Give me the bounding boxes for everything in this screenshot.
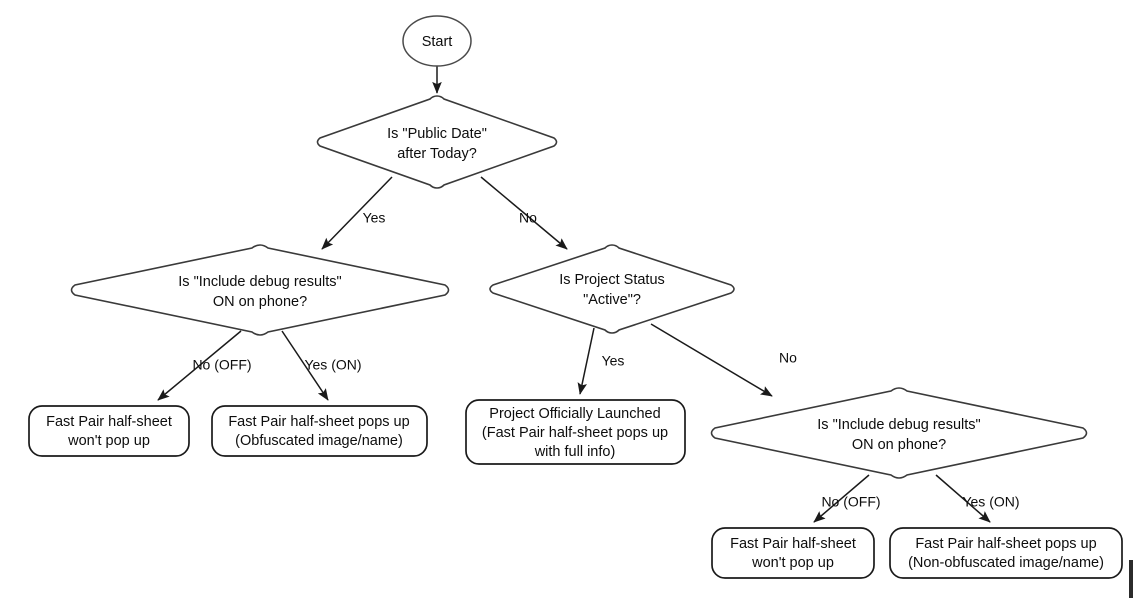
edge-label-debug-right-yes-on: Yes (ON) (962, 494, 1019, 510)
outcome-left-off-line1: Fast Pair half-sheet (46, 414, 172, 430)
outcome-left-off-box (28, 405, 190, 457)
project-status-label-line1: Is Project Status (559, 272, 665, 288)
debug-left-label-line1: Is "Include debug results" (178, 274, 341, 290)
edges-layer: Yes No No (OFF) Yes (ON) Yes No No (OFF)… (157, 66, 1020, 523)
outcome-right-on-line1: Fast Pair half-sheet pops up (915, 536, 1096, 552)
node-outcome-left-off[interactable]: Fast Pair half-sheet won't pop up (28, 405, 190, 457)
node-outcome-launched[interactable]: Project Officially Launched (Fast Pair h… (465, 399, 686, 465)
node-start[interactable]: Start (402, 15, 472, 67)
edge-debug-right-no-off (813, 474, 870, 523)
outcome-launched-line3: with full info) (534, 444, 616, 460)
edge-label-project-status-yes: Yes (602, 353, 625, 369)
edge-label-debug-left-yes-on: Yes (ON) (304, 357, 361, 373)
edge-public-date-yes (321, 176, 393, 250)
edge-debug-left-no-off (157, 330, 242, 401)
outcome-launched-line2: (Fast Pair half-sheet pops up (482, 425, 668, 441)
outcome-launched-line1: Project Officially Launched (489, 406, 660, 422)
debug-left-diamond (70, 244, 450, 336)
public-date-diamond (316, 95, 558, 189)
node-outcome-right-off[interactable]: Fast Pair half-sheet won't pop up (711, 527, 875, 579)
outcome-left-on-box (211, 405, 428, 457)
node-decision-debug-right[interactable]: Is "Include debug results" ON on phone? (710, 387, 1088, 479)
outcome-right-off-line1: Fast Pair half-sheet (730, 536, 856, 552)
node-decision-project-status[interactable]: Is Project Status "Active"? (489, 244, 735, 334)
edge-label-project-status-no: No (779, 350, 797, 366)
edge-label-public-date-yes: Yes (363, 210, 386, 226)
outcome-right-on-line2: (Non-obfuscated image/name) (908, 555, 1104, 571)
outcome-right-on-box (889, 527, 1123, 579)
page-edge-mark (1129, 560, 1133, 598)
edge-project-status-no (650, 323, 773, 397)
debug-right-diamond (710, 387, 1088, 479)
edge-debug-left-yes-on (281, 330, 329, 401)
public-date-label-line2: after Today? (397, 146, 477, 162)
edge-public-date-no (480, 176, 568, 250)
node-outcome-right-on[interactable]: Fast Pair half-sheet pops up (Non-obfusc… (889, 527, 1123, 579)
outcome-right-off-line2: won't pop up (751, 555, 834, 571)
debug-left-label-line2: ON on phone? (213, 294, 307, 310)
edge-label-debug-left-no-off: No (OFF) (192, 357, 251, 373)
project-status-diamond (489, 244, 735, 334)
start-label: Start (422, 34, 453, 50)
edge-project-status-yes (577, 327, 595, 395)
debug-right-label-line1: Is "Include debug results" (817, 417, 980, 433)
node-outcome-left-on[interactable]: Fast Pair half-sheet pops up (Obfuscated… (211, 405, 428, 457)
project-status-label-line2: "Active"? (583, 292, 641, 308)
edge-debug-right-yes-on (935, 474, 991, 523)
outcome-launched-box (465, 399, 686, 465)
nodes-layer: Start Is "Public Date" after Today? Is "… (28, 15, 1123, 579)
start-ellipse (402, 15, 472, 67)
outcome-right-off-box (711, 527, 875, 579)
outcome-left-on-line2: (Obfuscated image/name) (235, 433, 403, 449)
edge-label-public-date-no: No (519, 210, 537, 226)
node-decision-public-date[interactable]: Is "Public Date" after Today? (316, 95, 558, 189)
outcome-left-on-line1: Fast Pair half-sheet pops up (228, 414, 409, 430)
edge-label-debug-right-no-off: No (OFF) (821, 494, 880, 510)
node-decision-debug-left[interactable]: Is "Include debug results" ON on phone? (70, 244, 450, 336)
debug-right-label-line2: ON on phone? (852, 437, 946, 453)
outcome-left-off-line2: won't pop up (67, 433, 150, 449)
public-date-label-line1: Is "Public Date" (387, 126, 487, 142)
